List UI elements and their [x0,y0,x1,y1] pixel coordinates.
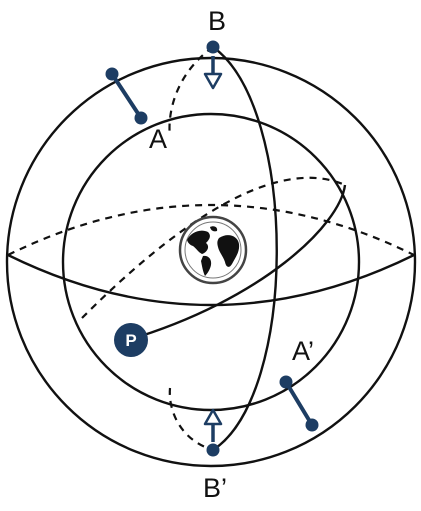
rod-a-outer-dot [106,68,119,81]
point-b-prime-dot [207,444,220,457]
rod-a [112,74,141,118]
rod-a-prime-inner-dot [280,376,293,389]
point-b-dot [207,41,220,54]
point-p-label: P [125,331,136,350]
rod-a-prime [286,382,312,425]
rod-a-inner-dot [135,112,148,125]
label-a: A [149,124,167,154]
label-a-prime: A’ [292,336,314,366]
label-b: B [208,6,226,36]
arrow-up-icon [205,410,221,442]
arrow-down-icon [205,56,221,88]
rod-a-prime-outer-dot [306,419,319,432]
label-b-prime: B’ [203,473,227,503]
earth-globe-icon [180,217,246,283]
